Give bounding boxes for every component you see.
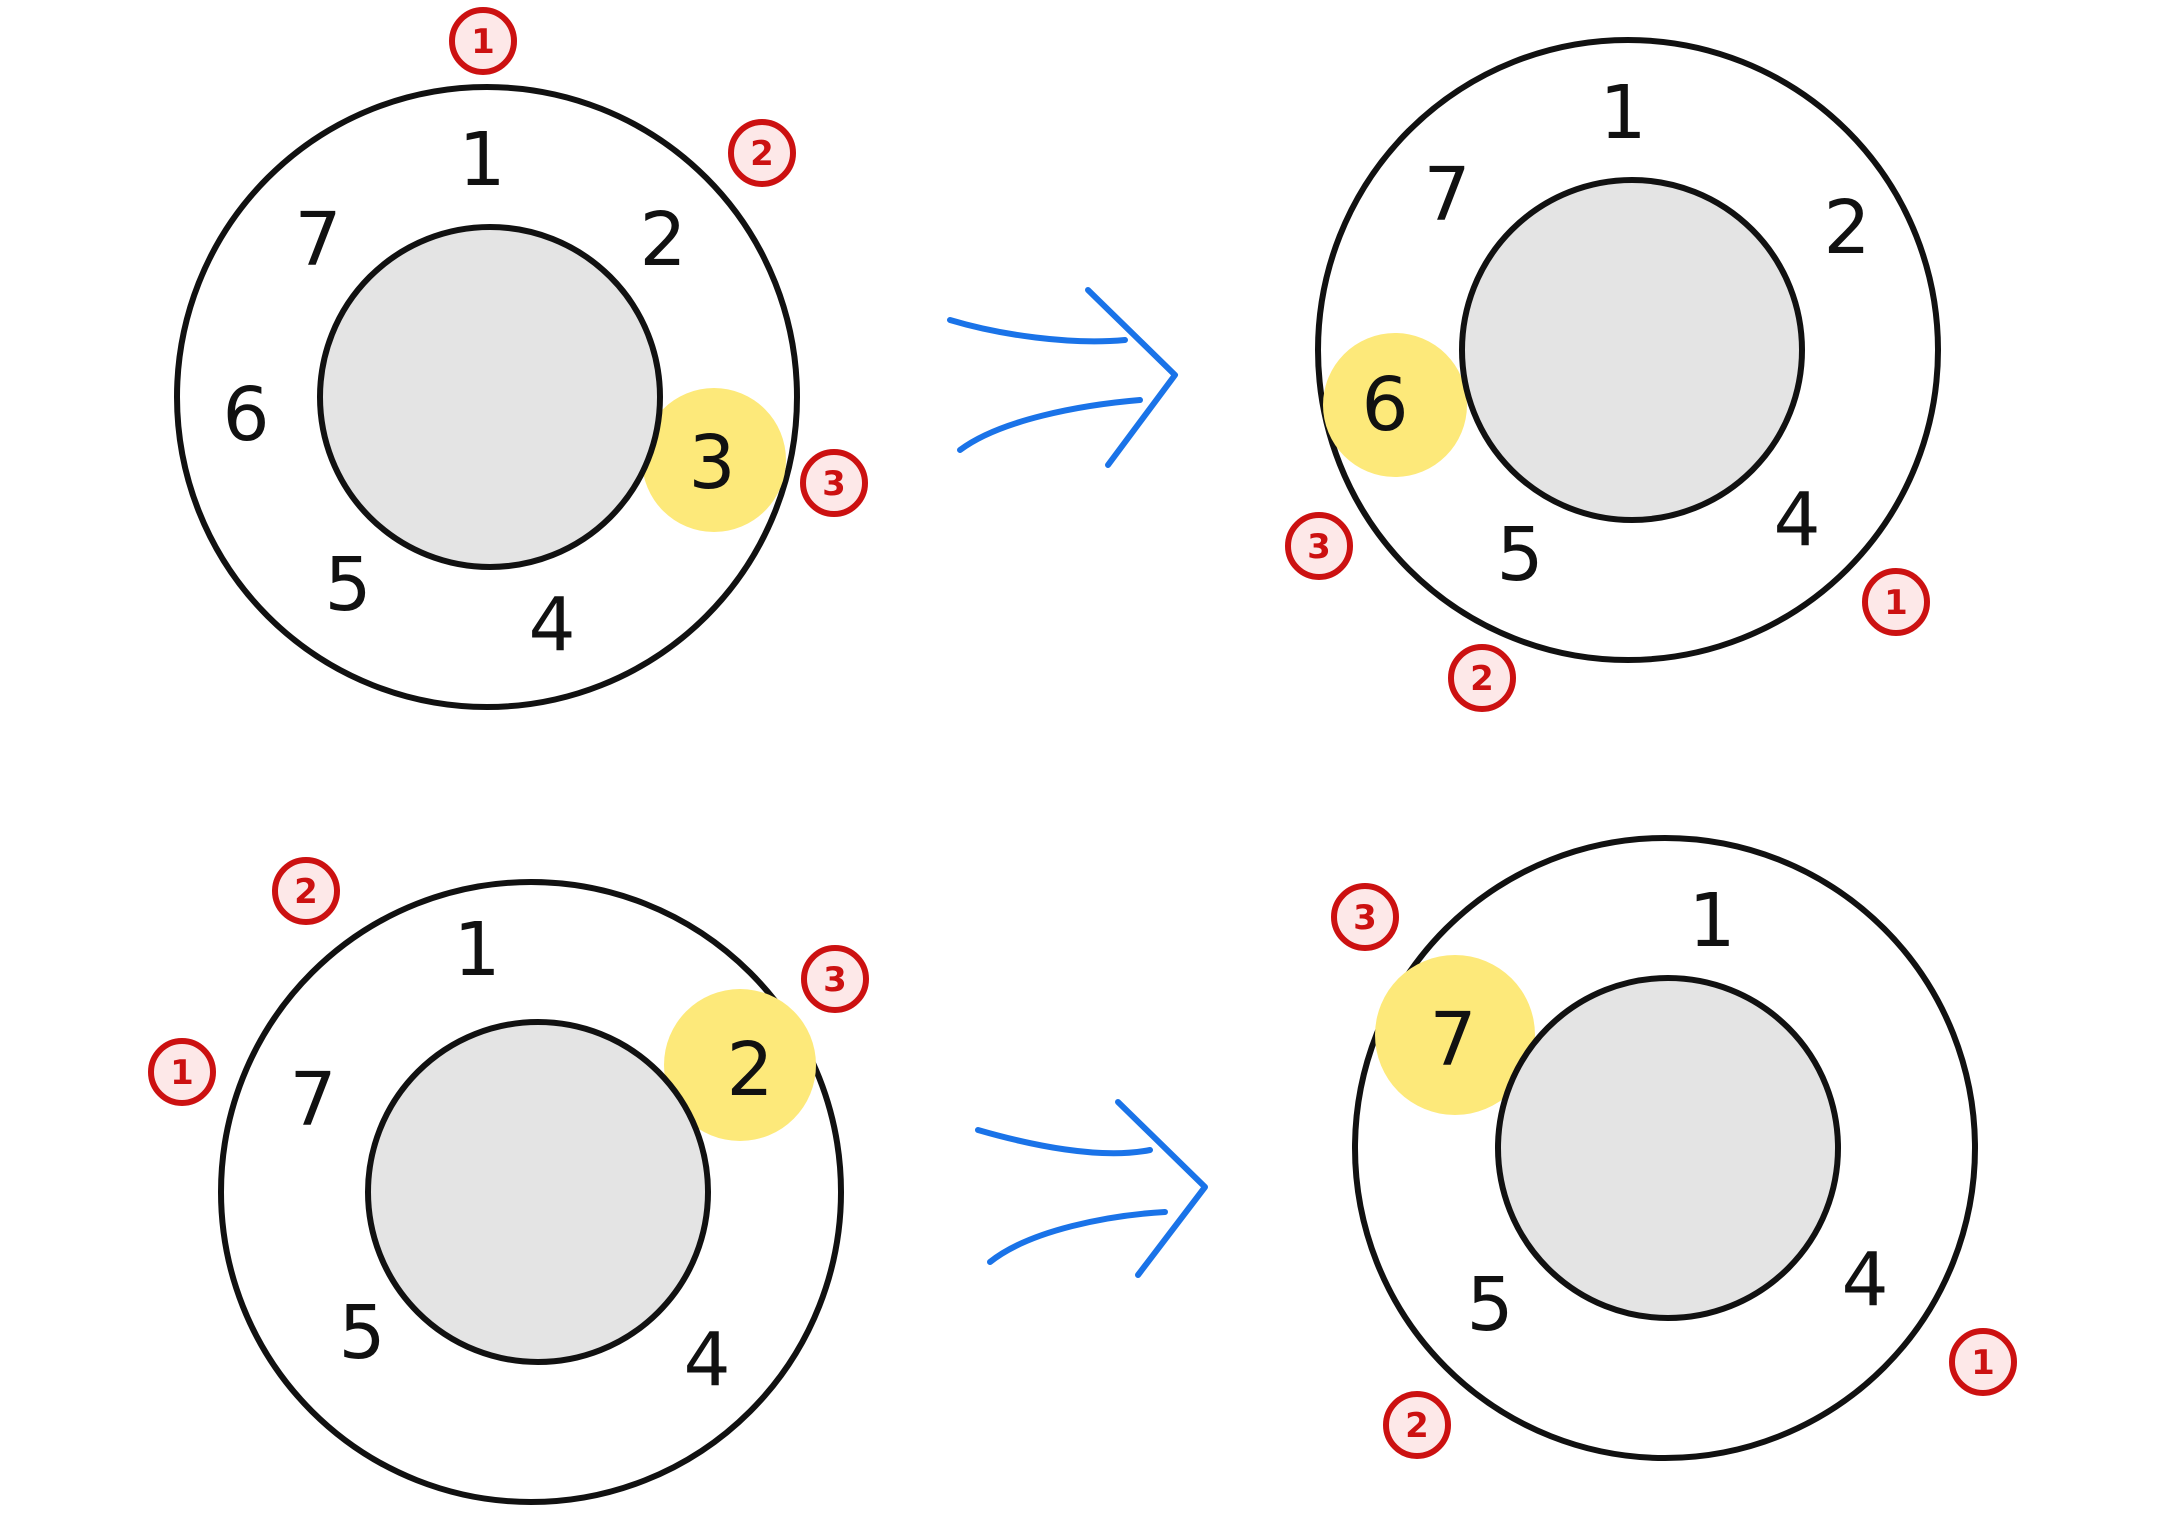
double-arrow-right-icon <box>975 1099 1208 1278</box>
svg-text:3: 3 <box>823 960 847 1000</box>
ring-number: 2 <box>726 1027 773 1113</box>
ring-number: 4 <box>1773 477 1820 563</box>
svg-text:2: 2 <box>1470 659 1494 699</box>
svg-text:3: 3 <box>1353 898 1377 938</box>
ring-number: 1 <box>1599 70 1646 156</box>
step-badge: 1 <box>1862 568 1930 636</box>
panel-after-1: 1 2 4 5 6 7 1 2 3 <box>1285 37 1941 712</box>
ring-number: 4 <box>528 582 575 668</box>
inner-disk <box>317 224 663 570</box>
svg-text:2: 2 <box>294 872 318 912</box>
step-badge: 3 <box>800 449 868 517</box>
ring-number: 6 <box>1361 362 1408 448</box>
step-badge: 3 <box>1285 512 1353 580</box>
ring-number: 1 <box>458 117 505 203</box>
inner-disk <box>1495 975 1841 1321</box>
highlight-blob <box>1323 333 1467 477</box>
step-badge: 1 <box>148 1038 216 1106</box>
ring-number: 4 <box>683 1317 730 1403</box>
ring-number: 2 <box>639 197 686 283</box>
svg-text:3: 3 <box>1307 527 1331 567</box>
ring-number: 7 <box>294 197 341 283</box>
ring-number: 7 <box>1423 152 1470 238</box>
ring-number: 5 <box>1496 512 1543 598</box>
step-badge: 1 <box>1949 1328 2017 1396</box>
inner-disk <box>1459 177 1805 523</box>
svg-text:1: 1 <box>1971 1343 1995 1383</box>
step-badge: 2 <box>1448 644 1516 712</box>
svg-text:2: 2 <box>750 134 774 174</box>
svg-text:3: 3 <box>822 464 846 504</box>
highlight-blob <box>1375 955 1535 1115</box>
ring-number: 7 <box>1429 997 1476 1083</box>
ring-number: 2 <box>1823 185 1870 271</box>
ring-number: 1 <box>453 907 500 993</box>
ring-number: 5 <box>1466 1262 1513 1348</box>
step-badge: 2 <box>1383 1391 1451 1459</box>
step-badge: 3 <box>1331 883 1399 951</box>
panel-before-2: 1 2 4 5 7 1 2 3 <box>148 857 869 1505</box>
svg-text:2: 2 <box>1405 1406 1429 1446</box>
ring-number: 1 <box>1688 878 1735 964</box>
step-badge: 2 <box>272 857 340 925</box>
double-arrow-right-icon <box>947 287 1178 468</box>
ring-number: 5 <box>324 542 371 628</box>
svg-text:1: 1 <box>170 1053 194 1093</box>
svg-text:1: 1 <box>471 22 495 62</box>
highlight-blob <box>664 989 816 1141</box>
step-badge: 2 <box>728 119 796 187</box>
step-badge: 1 <box>449 7 517 75</box>
highlight-blob <box>642 388 786 532</box>
svg-text:1: 1 <box>1884 583 1908 623</box>
step-badge: 3 <box>801 945 869 1013</box>
ring-number: 3 <box>688 420 735 506</box>
ring-number: 4 <box>1841 1237 1888 1323</box>
panel-before-1: 1 2 3 4 5 6 7 1 2 3 <box>174 7 868 710</box>
panel-after-2: 1 4 5 7 1 2 3 <box>1331 835 2017 1461</box>
ring-number: 7 <box>289 1057 336 1143</box>
inner-disk <box>365 1019 711 1365</box>
ring-number: 6 <box>222 372 269 458</box>
ring-number: 5 <box>338 1290 385 1376</box>
